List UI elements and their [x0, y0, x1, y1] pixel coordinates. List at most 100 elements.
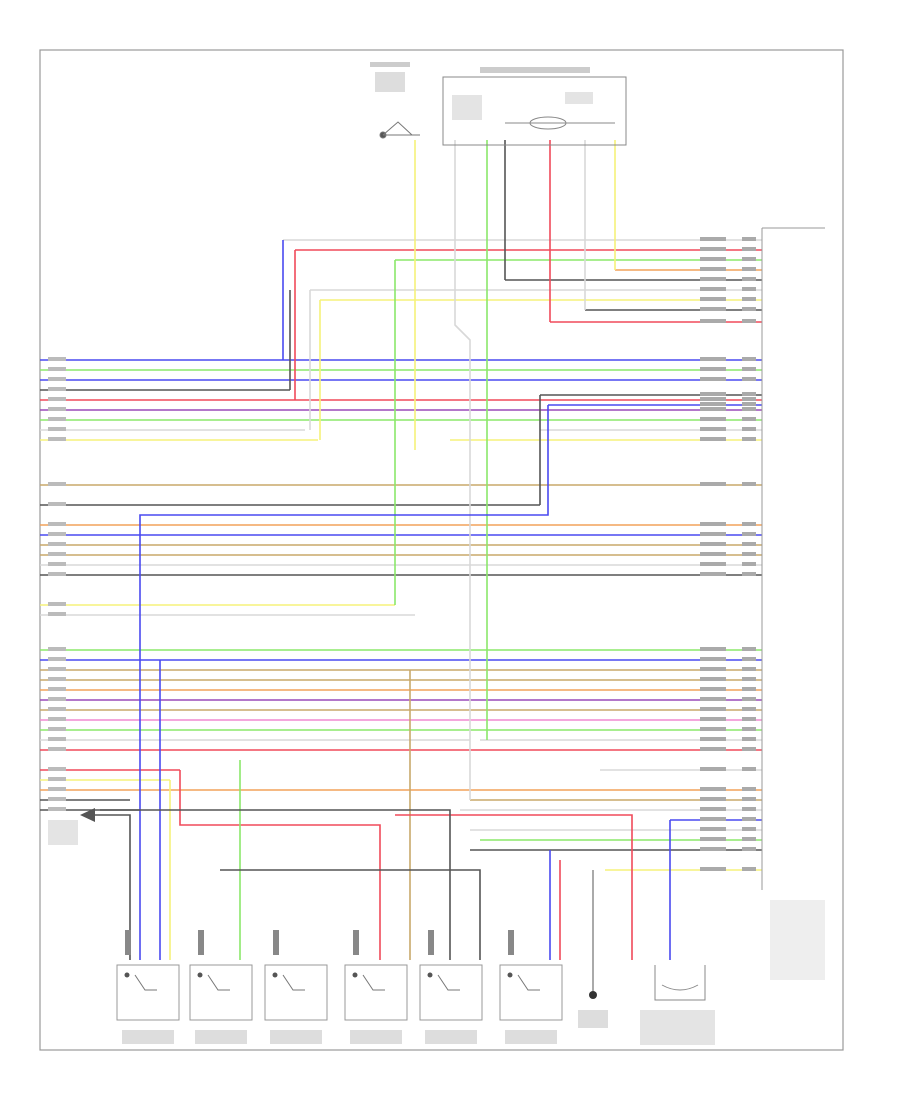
pin-label	[742, 319, 756, 323]
wire-label	[48, 697, 66, 701]
wire-label	[700, 267, 726, 271]
pin-label	[742, 267, 756, 271]
wire-label	[700, 717, 726, 721]
wire-label	[700, 247, 726, 251]
wire-label	[48, 787, 66, 791]
wire-label	[700, 677, 726, 681]
pin-label	[742, 402, 756, 406]
pin-label	[742, 707, 756, 711]
connector-label	[508, 930, 514, 955]
wire-label	[48, 767, 66, 771]
module-label	[505, 1030, 557, 1044]
module-2	[189, 930, 253, 1044]
wire-label	[48, 367, 66, 371]
wire-label	[700, 542, 726, 546]
module-label	[425, 1030, 477, 1044]
wire-label	[48, 417, 66, 421]
wire-label	[48, 797, 66, 801]
wire-label	[700, 657, 726, 661]
wire-label	[700, 727, 726, 731]
left-ground-symbol	[48, 808, 95, 845]
wire-label	[48, 377, 66, 381]
wire-label	[700, 287, 726, 291]
top-switch-component	[370, 62, 420, 139]
module-1	[116, 930, 180, 1044]
wire-label	[700, 807, 726, 811]
pin-label	[742, 277, 756, 281]
wire-label	[700, 787, 726, 791]
pin-label	[742, 817, 756, 821]
pin-label	[742, 747, 756, 751]
pin-label	[742, 522, 756, 526]
wire-label	[48, 562, 66, 566]
pin-label	[742, 787, 756, 791]
module-label	[122, 1030, 174, 1044]
pin-label	[742, 407, 756, 411]
wire-label	[700, 237, 726, 241]
wire-label	[700, 437, 726, 441]
wire-label	[48, 572, 66, 576]
pin-label	[742, 562, 756, 566]
pin-label	[742, 667, 756, 671]
wire-blue	[139, 405, 549, 960]
pin-label	[742, 532, 756, 536]
module-label	[350, 1030, 402, 1044]
wire-label	[700, 847, 726, 851]
right-connector	[761, 227, 825, 980]
pin-label	[742, 687, 756, 691]
pin-label	[742, 797, 756, 801]
pin-label	[742, 297, 756, 301]
wire-label	[700, 817, 726, 821]
pin-label	[742, 247, 756, 251]
wire-label	[700, 797, 726, 801]
wire-label	[700, 667, 726, 671]
wire-label	[48, 387, 66, 391]
connector-label	[125, 930, 131, 955]
wire-label	[48, 677, 66, 681]
wire-label	[700, 277, 726, 281]
wire-label	[700, 482, 726, 486]
wire-label	[48, 747, 66, 751]
connector-label	[198, 930, 204, 955]
connector-label	[353, 930, 359, 955]
wire-label	[48, 807, 66, 811]
pin-label	[742, 677, 756, 681]
wire-label	[48, 647, 66, 651]
wire-white	[454, 140, 471, 800]
wire-label	[700, 737, 726, 741]
pin-label	[742, 807, 756, 811]
pin-label	[742, 357, 756, 361]
wire-label	[700, 707, 726, 711]
pin-label	[742, 697, 756, 701]
wire-red	[395, 814, 633, 960]
pin-label	[742, 392, 756, 396]
wire-label	[48, 407, 66, 411]
wire-label	[700, 572, 726, 576]
wire-label	[48, 727, 66, 731]
wire-label	[48, 502, 66, 506]
wire-label	[48, 717, 66, 721]
pin-label	[742, 377, 756, 381]
wire-label	[48, 532, 66, 536]
wire-label	[48, 552, 66, 556]
wire-label	[700, 687, 726, 691]
connector-label	[273, 930, 279, 955]
pin-label	[742, 482, 756, 486]
wire-label	[48, 707, 66, 711]
wire-labels	[48, 237, 756, 871]
wire-label	[48, 542, 66, 546]
wire-label	[700, 747, 726, 751]
wire-label	[48, 482, 66, 486]
wire-label	[48, 737, 66, 741]
pin-label	[742, 867, 756, 871]
pin-label	[742, 552, 756, 556]
wire-label	[700, 307, 726, 311]
pin-label	[742, 572, 756, 576]
wire-label	[700, 552, 726, 556]
wire-label	[700, 522, 726, 526]
pin-label	[742, 257, 756, 261]
bottom-right-unit	[640, 965, 715, 1045]
pin-label	[742, 427, 756, 431]
wire-label	[700, 562, 726, 566]
